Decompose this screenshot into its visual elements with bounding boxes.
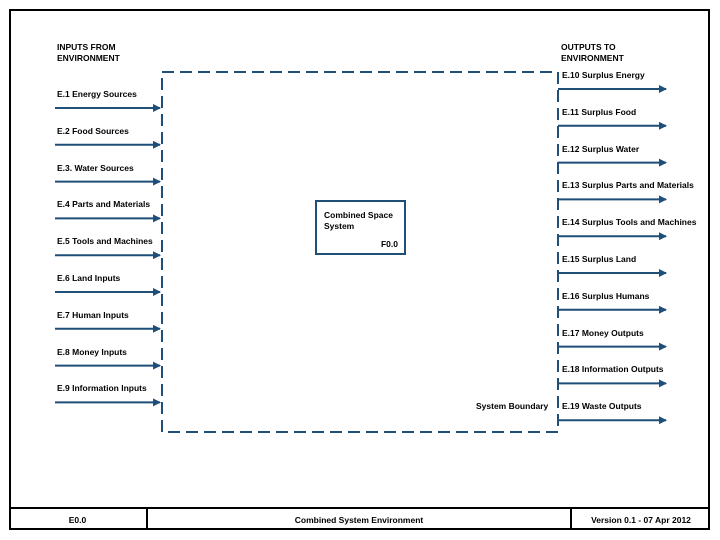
inputs-heading-line-1: INPUTS FROM bbox=[57, 42, 116, 52]
outputs-heading: OUTPUTS TO ENVIRONMENT bbox=[561, 42, 624, 64]
footer-id: E0.0 bbox=[9, 509, 148, 530]
function-name-line-2: System bbox=[324, 221, 355, 231]
input-label: E.8 Money Inputs bbox=[57, 346, 127, 357]
input-label: E.1 Energy Sources bbox=[57, 89, 137, 99]
input-arrows bbox=[55, 104, 161, 407]
input-label: E.9 Information Inputs bbox=[57, 383, 147, 394]
output-label: E.15 Surplus Land bbox=[562, 254, 637, 264]
input-label: E.4 Parts and Materials bbox=[57, 199, 151, 210]
input-label: E.3. Water Sources bbox=[57, 162, 134, 173]
input-label: E.7 Human Inputs bbox=[57, 309, 129, 320]
system-boundary-label: System Boundary bbox=[476, 401, 549, 411]
system-boundary bbox=[161, 71, 559, 433]
function-id: F0.0 bbox=[380, 239, 398, 249]
output-label: E.18 Information Outputs bbox=[562, 364, 664, 375]
function-name-line-1: Combined Space bbox=[324, 210, 393, 220]
inputs-heading-line-2: ENVIRONMENT bbox=[57, 53, 120, 63]
output-label: E.19 Waste Outputs bbox=[562, 401, 642, 412]
function-box[interactable]: Combined Space System F0.0 bbox=[315, 200, 406, 255]
output-label: E.12 Surplus Water bbox=[562, 143, 640, 154]
output-label: E.14 Surplus Tools and Machines bbox=[562, 217, 697, 228]
drawing-frame bbox=[9, 9, 710, 530]
outputs-heading-line-1: OUTPUTS TO bbox=[561, 42, 616, 52]
output-label: E.13 Surplus Parts and Materials bbox=[562, 180, 694, 191]
input-label: E.5 Tools and Machines bbox=[57, 236, 153, 247]
output-label: E.17 Money Outputs bbox=[562, 327, 644, 338]
footer-version: Version 0.1 - 07 Apr 2012 bbox=[591, 514, 691, 525]
footer-title: Combined System Environment bbox=[148, 509, 572, 530]
title-block: E0.0 Combined System Environment Version… bbox=[9, 507, 710, 530]
output-arrows bbox=[558, 85, 667, 425]
input-label: E.2 Food Sources bbox=[57, 125, 129, 136]
output-label: E.16 Surplus Humans bbox=[562, 290, 650, 301]
function-name: Combined Space System bbox=[324, 210, 404, 232]
inputs-heading: INPUTS FROM ENVIRONMENT bbox=[57, 42, 120, 64]
output-label: E.11 Surplus Food bbox=[562, 106, 637, 117]
output-label: E.10 Surplus Energy bbox=[562, 70, 645, 80]
input-label: E.6 Land Inputs bbox=[57, 273, 121, 283]
outputs-heading-line-2: ENVIRONMENT bbox=[561, 53, 624, 63]
